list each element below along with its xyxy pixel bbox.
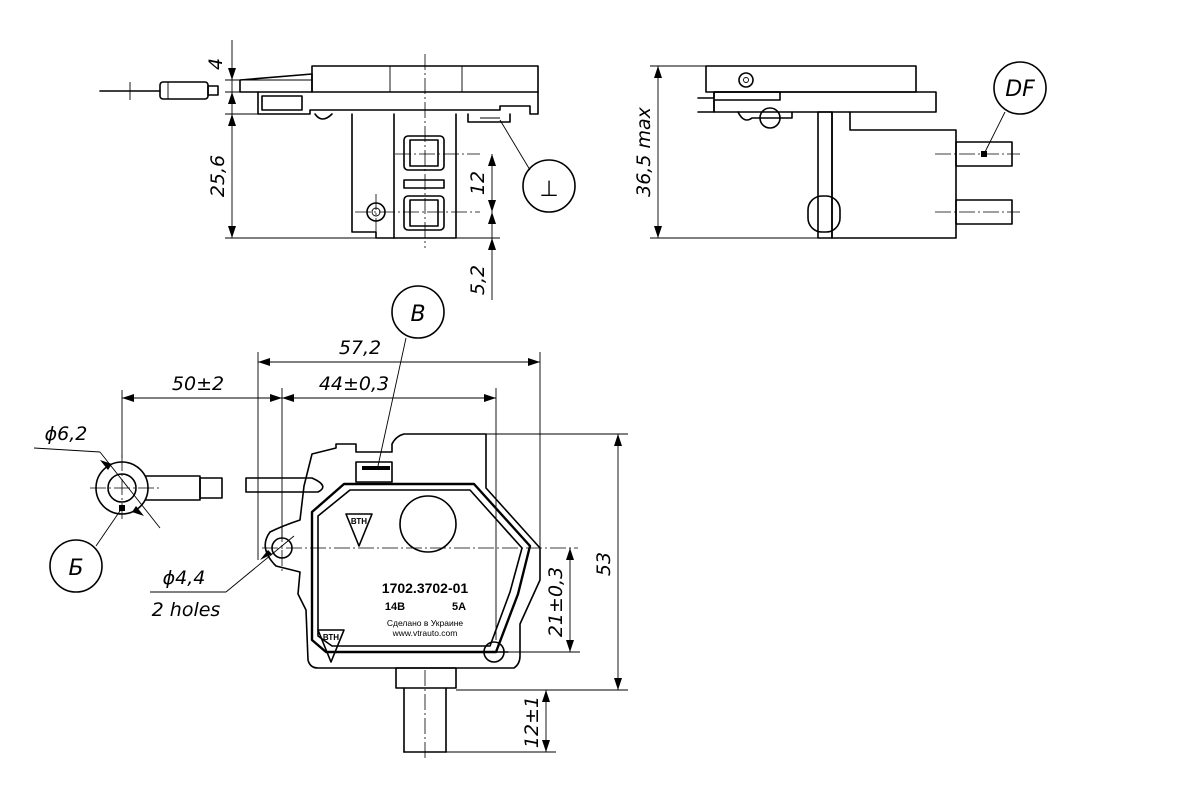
dim-hole-offset: 21±0,3 <box>508 548 580 653</box>
b-terminal-callout-label: B <box>410 302 425 327</box>
dim-brush-extension-label: 12±1 <box>521 696 543 748</box>
dim-top-thickness-label: 4 <box>205 58 227 70</box>
front-view-body <box>239 54 539 248</box>
website-text: www.vtrauto.com <box>392 628 458 638</box>
dim-lead-length-label: 50±2 <box>172 373 224 395</box>
current-rating: 5А <box>452 601 466 613</box>
dim-overall-height-label: 53 <box>593 552 615 576</box>
origin-text: Сделано в Украине <box>387 618 464 628</box>
logo-top: ВТН <box>345 513 373 547</box>
side-view: 36,5 max DF <box>633 61 1047 239</box>
dim-brush-extension: 12±1 <box>446 689 556 753</box>
b-terminal-callout: B <box>377 285 445 467</box>
df-callout-label: DF <box>1005 77 1035 102</box>
dim-terminal-offset: 5,2 <box>467 212 496 300</box>
dim-hole-offset-label: 21±0,3 <box>545 567 567 637</box>
dim-max-height-label: 36,5 max <box>633 106 655 196</box>
dim-lead-length: 50±2 <box>121 373 282 458</box>
dim-terminal-offset-label: 5,2 <box>467 265 489 295</box>
logo-bottom: ВТН <box>317 629 345 663</box>
logo-bottom-text: ВТН <box>323 633 339 642</box>
model-number: 1702.3702-01 <box>382 580 469 596</box>
ground-callout-label: ⊥ <box>539 177 558 202</box>
voltage-rating: 14В <box>385 601 405 613</box>
dim-max-height: 36,5 max <box>633 65 818 239</box>
dim-holes-count-label: 2 holes <box>152 599 221 621</box>
b-lead-callout: Б <box>49 505 125 593</box>
dim-side-height: 25,6 <box>207 113 500 239</box>
front-view: 4 25,6 12 5,2 ⊥ <box>99 40 576 300</box>
dim-terminal-pitch-label: 12 <box>467 171 489 195</box>
dim-ring-diameter-label: ϕ6,2 <box>45 423 88 445</box>
logo-top-text: ВТН <box>351 517 367 526</box>
ring-lug <box>90 455 223 520</box>
dim-overall-width: 57,2 <box>257 337 541 560</box>
df-callout: DF <box>981 61 1047 157</box>
dim-hole-diameter: ϕ4,4 2 holes <box>150 535 295 621</box>
dim-terminal-pitch: 12 <box>467 154 496 212</box>
dim-mount-distance: 44±0,3 <box>281 373 497 640</box>
dim-ring-diameter: ϕ6,2 <box>33 423 161 529</box>
plan-view: ВТН ВТН 1702.3702-01 14В 5А Сделано в Ук… <box>33 285 628 760</box>
dim-hole-diameter-label: ϕ4,4 <box>163 567 206 589</box>
product-marking: 1702.3702-01 14В 5А Сделано в Украине ww… <box>382 580 469 638</box>
dim-mount-distance-label: 44±0,3 <box>319 373 389 395</box>
front-view-lead <box>99 81 219 100</box>
dim-overall-width-label: 57,2 <box>339 337 381 359</box>
dim-top-thickness: 4 <box>205 40 312 116</box>
ground-callout: ⊥ <box>499 119 576 213</box>
dim-side-height-label: 25,6 <box>207 155 229 197</box>
b-lead-callout-label: Б <box>68 556 83 581</box>
